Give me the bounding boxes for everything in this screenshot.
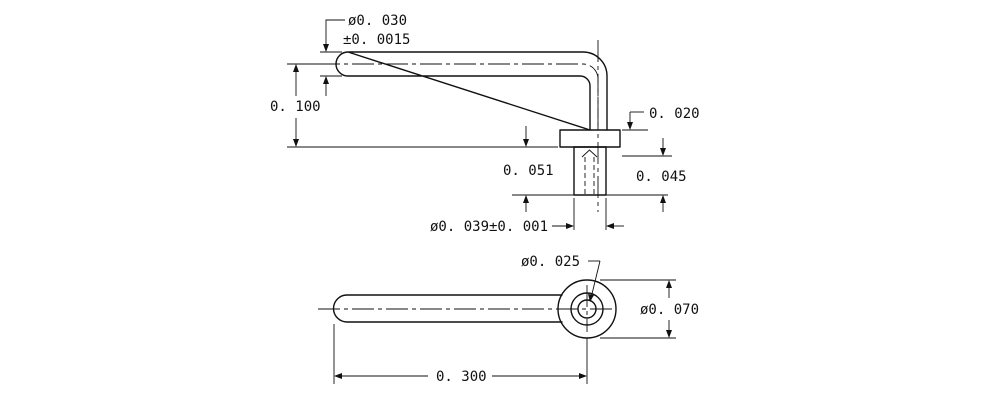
arrow <box>523 195 529 203</box>
arrow <box>323 76 329 84</box>
arrow <box>606 223 614 229</box>
arrow <box>588 294 594 302</box>
arrow <box>523 139 529 147</box>
hole-leader-diag <box>590 260 601 299</box>
bent-wire-outline <box>335 51 608 131</box>
top-view: ø0. 025 ø0. 070 0. 300 <box>318 254 699 385</box>
wire-centerline <box>318 63 599 130</box>
label-flange-thickness: 0. 020 <box>649 106 700 122</box>
arrow <box>334 373 342 379</box>
label-pin-diameter: ø0. 039±0. 001 <box>430 219 548 235</box>
label-pin-depth: 0. 051 <box>503 163 554 179</box>
label-flange-to-pin: 0. 045 <box>636 169 687 185</box>
label-flange-diameter: ø0. 070 <box>640 302 699 318</box>
label-hole-diameter: ø0. 025 <box>521 254 580 270</box>
arrow <box>666 280 672 288</box>
arrow <box>666 330 672 338</box>
label-arm-length: 0. 300 <box>436 369 487 385</box>
bore-cone <box>581 149 598 158</box>
side-view: ø0. 030 ±0. 0015 0. 100 0. 020 0. 045 0.… <box>270 13 700 235</box>
arrow <box>660 148 666 156</box>
pin <box>573 146 607 196</box>
label-wire-diameter: ø0. 030 <box>348 13 407 29</box>
arrow <box>566 223 574 229</box>
label-height-total: 0. 100 <box>270 99 321 115</box>
arrow <box>323 44 329 52</box>
wire-diameter-leader <box>325 19 345 48</box>
arrow <box>627 122 633 130</box>
arrow <box>660 195 666 203</box>
arrow <box>579 373 587 379</box>
arrow <box>293 64 299 72</box>
arm-outline <box>332 294 563 323</box>
arrow <box>293 139 299 147</box>
label-wire-tolerance: ±0. 0015 <box>343 32 410 48</box>
flange <box>559 129 621 148</box>
